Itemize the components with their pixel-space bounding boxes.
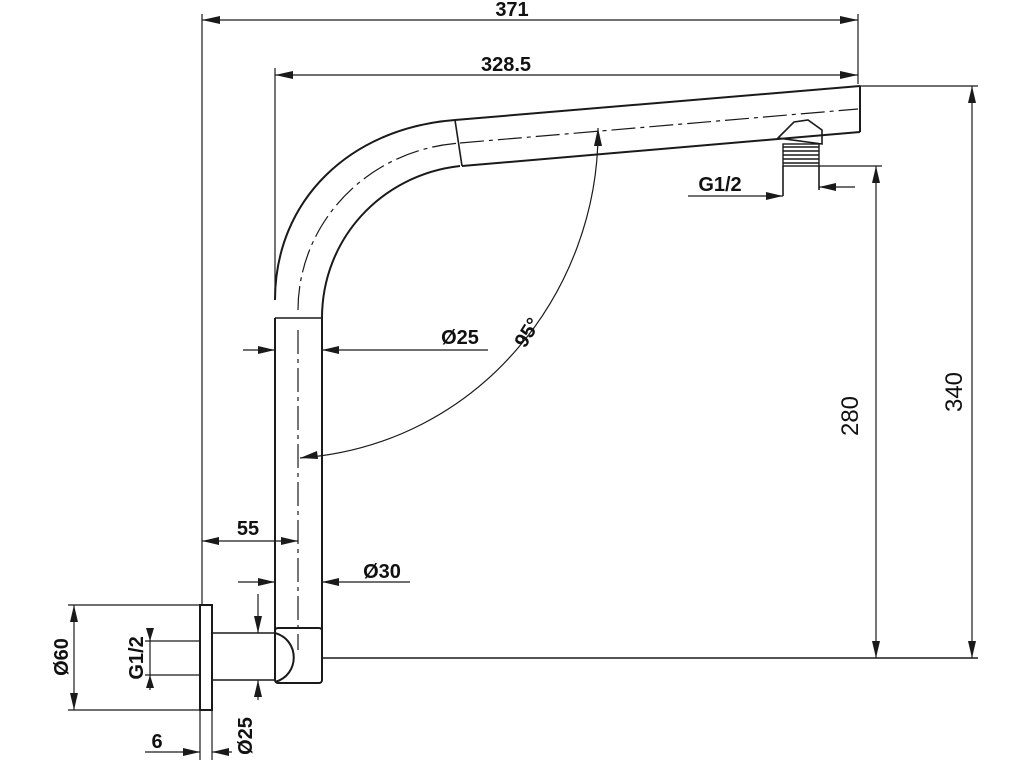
dim-328-label: 328.5 xyxy=(481,54,531,76)
arm-centerline xyxy=(459,108,859,144)
outlet-nozzle xyxy=(776,119,823,145)
dim-371-label: 371 xyxy=(495,0,528,21)
dim-tube-dia-label: Ø25 xyxy=(441,327,479,349)
dim-inlet-tube-arrow-bottom xyxy=(254,680,262,697)
dim-371-arrow-left xyxy=(202,16,220,24)
dim-outlet-thread-label: G1/2 xyxy=(698,174,741,196)
dim-angle-arc xyxy=(299,127,599,459)
dim-340-arrow-bottom xyxy=(968,641,976,658)
dim-col-dia-label: Ø30 xyxy=(363,561,401,583)
bend-centerline xyxy=(297,142,461,311)
dim-flange-arrow-top xyxy=(70,605,78,622)
dim-280-arrow-top xyxy=(872,166,880,183)
dim-inlet-label: G1/2 xyxy=(126,636,148,679)
dim-inlet-arrow-top xyxy=(146,628,154,641)
dim-328-arrow-right xyxy=(840,71,858,79)
bend-inner-arc xyxy=(321,165,461,319)
dim-col-dia-arrow-right xyxy=(322,578,339,586)
dim-55-label: 55 xyxy=(237,518,259,540)
dim-340-arrow-top xyxy=(968,86,976,103)
dim-6-arrow-left xyxy=(183,748,200,756)
elbow-curve xyxy=(274,632,295,683)
dim-340-label: 340 xyxy=(941,372,968,412)
dim-angle-arrow-bottom xyxy=(300,451,318,459)
arm-top-edge xyxy=(454,85,861,121)
dim-55-arrow-left xyxy=(202,537,219,545)
dim-6-label: 6 xyxy=(151,731,162,753)
dim-280-label: 280 xyxy=(837,396,864,436)
dim-328-arrow-left xyxy=(275,71,293,79)
dim-outlet-thread-arrow-right xyxy=(819,183,836,191)
dim-angle-arrow-top xyxy=(594,128,602,146)
dim-col-dia-arrow-left xyxy=(258,578,275,586)
wall-flange xyxy=(199,604,213,711)
column-base-collar xyxy=(274,627,323,684)
dim-inlet-tube-arrow-top xyxy=(254,616,262,633)
dim-flange-label: Ø60 xyxy=(51,638,73,676)
outlet-thread xyxy=(782,143,820,167)
arm-bottom-edge xyxy=(461,131,861,167)
dim-flange-arrow-bottom xyxy=(70,693,78,710)
dim-tube-dia-arrow-left xyxy=(258,346,275,354)
dim-6-arrow-right xyxy=(212,748,229,756)
dim-55-arrow-right xyxy=(281,537,298,545)
dim-inlet-tube-label: Ø25 xyxy=(235,717,257,755)
bend-outer-arc xyxy=(274,119,456,301)
dim-371-arrow-right xyxy=(840,16,858,24)
dim-outlet-thread-arrow-left xyxy=(766,192,783,200)
dim-280-arrow-bottom xyxy=(872,641,880,658)
bend-arm-joint xyxy=(454,119,463,167)
dim-inlet-arrow-bottom xyxy=(146,675,154,688)
dim-tube-dia-arrow-right xyxy=(322,346,339,354)
